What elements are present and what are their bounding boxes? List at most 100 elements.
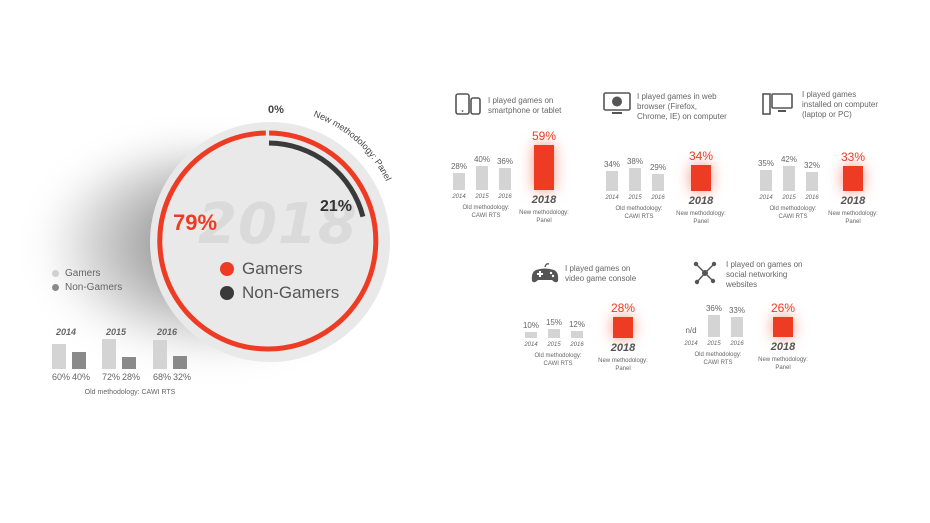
donut-legend-gamers: Gamers [220,259,302,279]
panel-old-bar [760,170,772,191]
panel-old-year: 2014 [759,195,773,201]
panel-note-line: Old methodology: [462,205,510,211]
panel-old-year: 2014 [684,341,698,347]
panel-old-bar [731,317,743,337]
gamepad-icon [530,262,560,291]
panel-old-year: 2016 [651,195,665,201]
panel-old-value: 15% [545,318,562,327]
panel-old-year: 2016 [730,341,744,347]
panel-note-line: CAWI RTS [624,213,654,220]
history-bar-non-gamers [173,355,187,369]
panel-new-bar [843,165,863,191]
history-value-label: 28% [122,372,141,382]
panel-note-line: New methodology: [676,211,726,217]
panel-old-bar [476,166,488,190]
donut-legend-non-gamers: Non-Gamers [220,283,339,303]
panel-new-year: 2018 [688,195,714,207]
panel-new-value: 26% [770,301,796,316]
panel-old-year: 2015 [628,195,642,201]
history-note: Old methodology: CAWI RTS [84,389,176,396]
panel-note-line: New methodology: [828,211,878,217]
panel-old-value: 10% [522,321,539,330]
panel-new-note: New methodology:Panel [514,210,574,225]
panel-note-line: CAWI RTS [778,213,808,220]
panel-note-line: Panel [615,365,631,372]
panel-note-line: CAWI RTS [471,212,501,219]
panel-title-line: websites [726,280,758,289]
web-browser-icon [603,92,631,121]
panel-title-line: I played games [802,90,857,99]
panel-title-line: browser (Firefox, [637,102,698,111]
donut-start-label: 0% [268,104,284,116]
panel-old-year: 2014 [452,194,466,200]
panel-note-line: Old methodology: [615,206,663,212]
social-network-icon [692,260,718,291]
history-year-label: 2016 [157,327,178,337]
panel-new-bar [613,316,633,338]
panel-old-bar [548,329,560,338]
history-value-label: 68% [153,372,172,382]
panel-old-bar [806,171,818,191]
panel-title-line: I played games in web [637,92,717,101]
hist-legend-label-non-gamers: Non-Gamers [65,282,123,293]
panel-old-note: Old methodology:CAWI RTS [753,206,833,221]
history-value-label: 72% [102,372,121,382]
panel-old-note: Old methodology:CAWI RTS [518,353,598,368]
history-bar-gamers [102,338,116,369]
panel-title-line: video game console [565,274,637,283]
panel-new-note: New methodology:Panel [753,357,813,372]
panel-new-value: 34% [688,149,714,164]
legend-label-non-gamers: Non-Gamers [242,283,340,302]
panel-old-note: Old methodology:CAWI RTS [446,205,526,220]
panel-old-value: 36% [496,157,513,167]
panel-old-bar [499,168,511,190]
hist-legend-non-gamers: Non-Gamers [52,282,122,293]
panel-new-note: New methodology:Panel [593,358,653,373]
panel-note-line: Panel [845,218,861,225]
panel-note-line: New methodology: [758,357,808,363]
panel-old-note: Old methodology:CAWI RTS [599,206,679,221]
panel-old-year: 2015 [782,195,796,201]
panel-old-bar [606,170,618,191]
donut-gamers-pct: 79% [173,210,218,235]
panel-title-line: (laptop or PC) [802,110,852,119]
panel-new-value: 59% [531,129,557,144]
panel-note-line: Panel [536,217,552,224]
panel-note-line: Old methodology: [694,352,742,358]
history-bar-gamers [52,343,66,369]
panel-old-value: 42% [780,154,797,164]
panel-title-line: I played on games on [726,260,803,269]
history-bar-non-gamers [72,352,86,369]
panel-old-value: 35% [757,159,774,168]
history-value-label: 60% [52,372,71,382]
history-year-label: 2015 [106,327,127,337]
panel-old-year: 2016 [805,195,819,201]
panel-old-year: 2014 [605,195,619,201]
panel-note-line: New methodology: [519,210,569,216]
panel-title-line: social networking [726,270,788,279]
panel-new-note: New methodology:Panel [671,211,731,226]
panel-note-line: CAWI RTS [543,360,573,367]
panel-old-value: n/d [685,326,697,335]
panel-note-line: Old methodology: [534,353,582,359]
panel-new-year: 2018 [610,342,636,354]
panel-note-line: New methodology: [598,358,648,364]
history-value-label: 40% [72,372,91,382]
history-year-label: 2014 [56,327,77,337]
panel-old-bar [571,330,583,338]
panel-old-year: 2015 [475,194,489,200]
panel-new-year: 2018 [840,195,866,207]
history-bar-non-gamers [122,357,136,369]
panel-old-value: 36% [705,304,722,314]
panel-old-value: 34% [603,159,620,169]
panel-old-value: 40% [473,155,490,164]
panel-title-line: Chrome, IE) on computer [637,112,727,121]
panel-old-value: 32% [803,160,820,170]
panel-new-bar [773,317,793,337]
panel-old-bar [652,173,664,191]
panel-old-bar [629,168,641,191]
legend-dot-gamers [220,262,234,276]
